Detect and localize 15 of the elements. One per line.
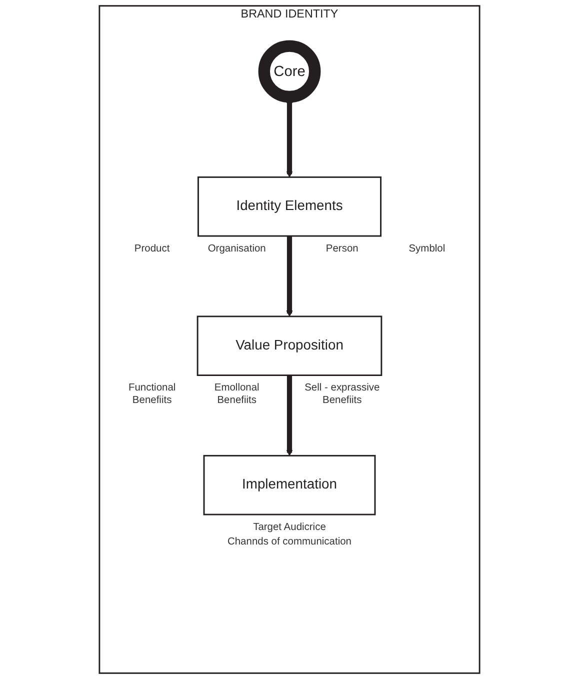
arrow	[286, 236, 293, 317]
bullet-item: Target Audicrice	[253, 520, 326, 533]
node-box: Implementation	[203, 454, 376, 516]
bullet-item: Product	[134, 242, 170, 254]
node-box: Value Proposition	[196, 316, 382, 376]
bullet-item: Symblol	[408, 242, 446, 254]
node-circle: Core	[258, 40, 321, 103]
arrow	[286, 375, 293, 456]
bullet-item: Person	[326, 242, 358, 254]
bullet-item: Sell - exprassive Benefiits	[304, 381, 381, 406]
bullet-item: Emollonal Benefiits	[213, 381, 260, 406]
bullet-item: Channds of communication	[227, 535, 352, 548]
bullet-item: Functional Benefiits	[127, 381, 177, 406]
node-box: Identity Elements	[197, 176, 382, 237]
bullet-item: Organisation	[208, 242, 266, 254]
